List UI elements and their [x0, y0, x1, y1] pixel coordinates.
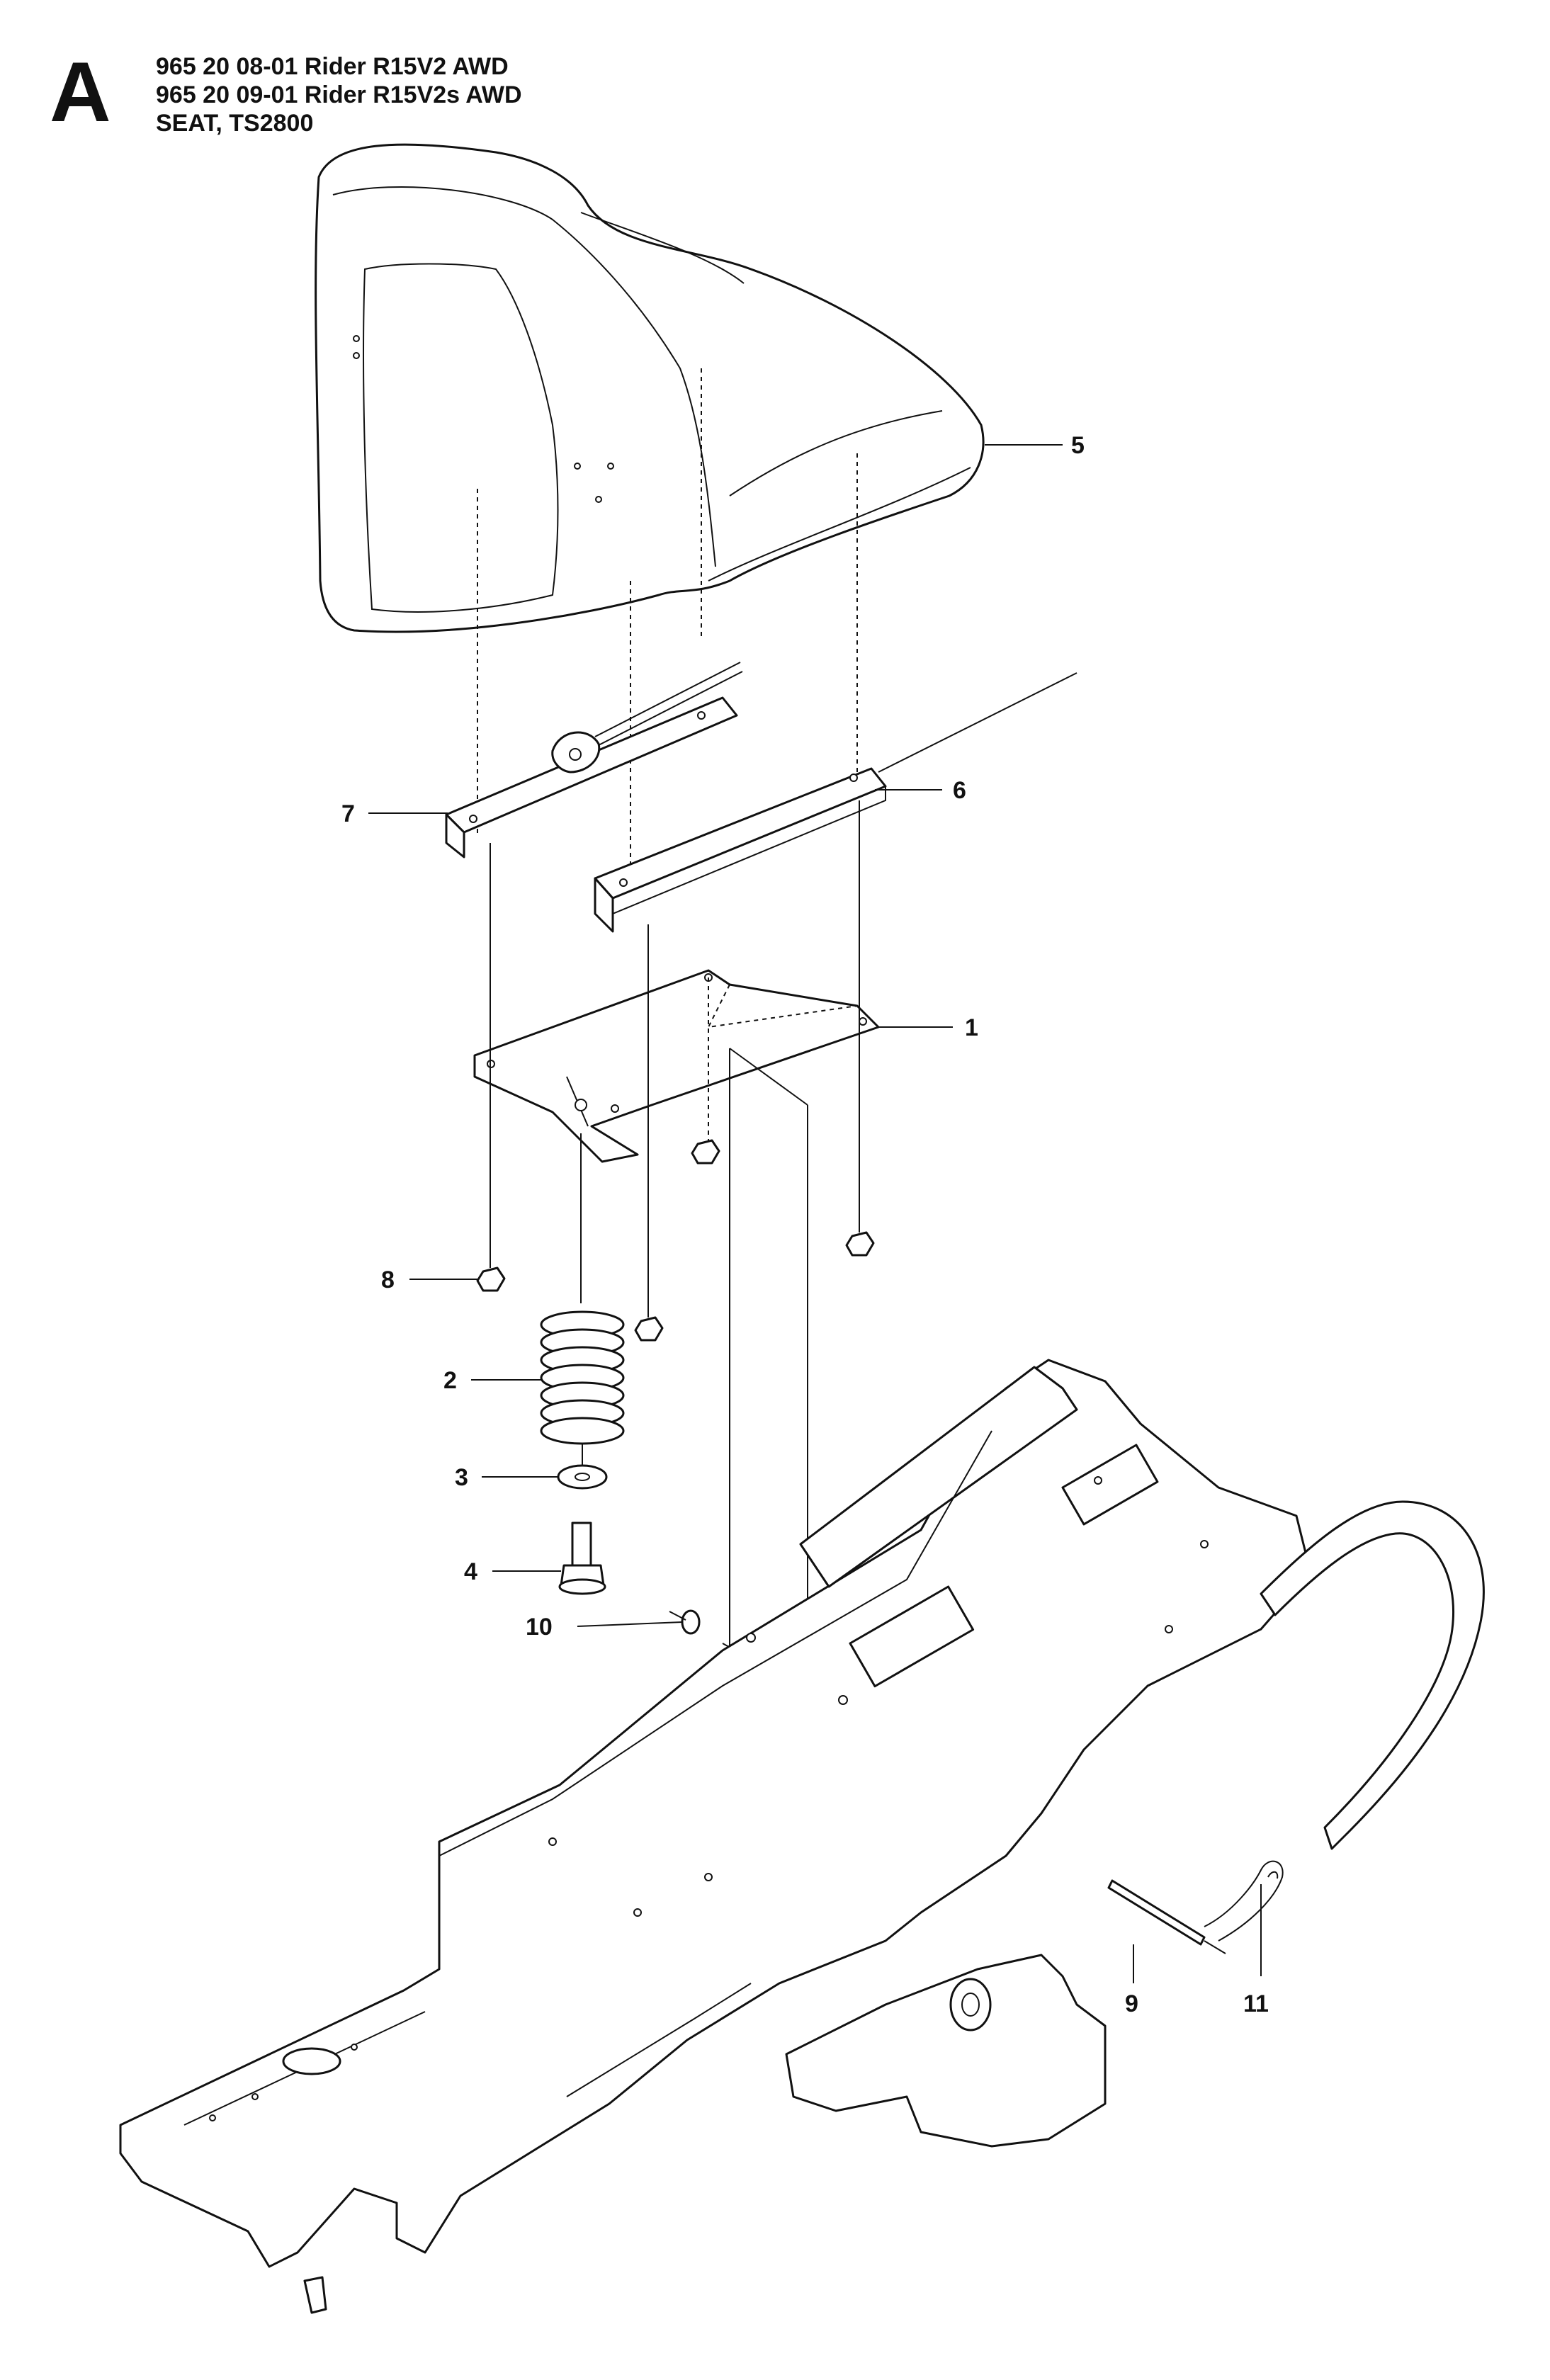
bolt-icon	[558, 1522, 606, 1595]
callout-leaders	[368, 444, 1262, 1983]
section-title: SEAT, TS2800	[156, 110, 314, 137]
washer-icon	[557, 1464, 608, 1490]
chassis-frame-icon	[119, 1359, 1485, 2314]
callout-4: 4	[464, 1558, 477, 1585]
callout-2: 2	[443, 1367, 457, 1394]
seat-rail-right-icon	[594, 672, 1077, 933]
seat-plate-icon	[473, 969, 880, 1682]
callout-3: 3	[455, 1464, 468, 1491]
callout-5: 5	[1071, 432, 1085, 459]
model-line-1: 965 20 08-01 Rider R15V2 AWD	[156, 53, 509, 80]
section-letter: A	[50, 45, 111, 140]
callout-11: 11	[1243, 1990, 1269, 2017]
coil-spring-icon	[540, 1133, 625, 1466]
seat-rail-left-adjuster-icon	[445, 662, 743, 858]
callout-9: 9	[1125, 1990, 1138, 2017]
callout-10: 10	[526, 1614, 553, 1640]
diagram-header: A 965 20 08-01 Rider R15V2 AWD 965 20 09…	[50, 42, 687, 142]
callout-6: 6	[953, 777, 966, 804]
callout-8: 8	[381, 1266, 395, 1293]
header-lines: 965 20 08-01 Rider R15V2 AWD 965 20 09-0…	[156, 52, 522, 137]
nut-icon	[476, 800, 875, 1342]
hair-pin-clip-icon	[1204, 1860, 1284, 1942]
callout-7: 7	[341, 800, 355, 827]
model-line-2: 965 20 09-01 Rider R15V2s AWD	[156, 81, 522, 108]
seat-icon	[315, 143, 985, 878]
callout-1: 1	[965, 1014, 978, 1041]
